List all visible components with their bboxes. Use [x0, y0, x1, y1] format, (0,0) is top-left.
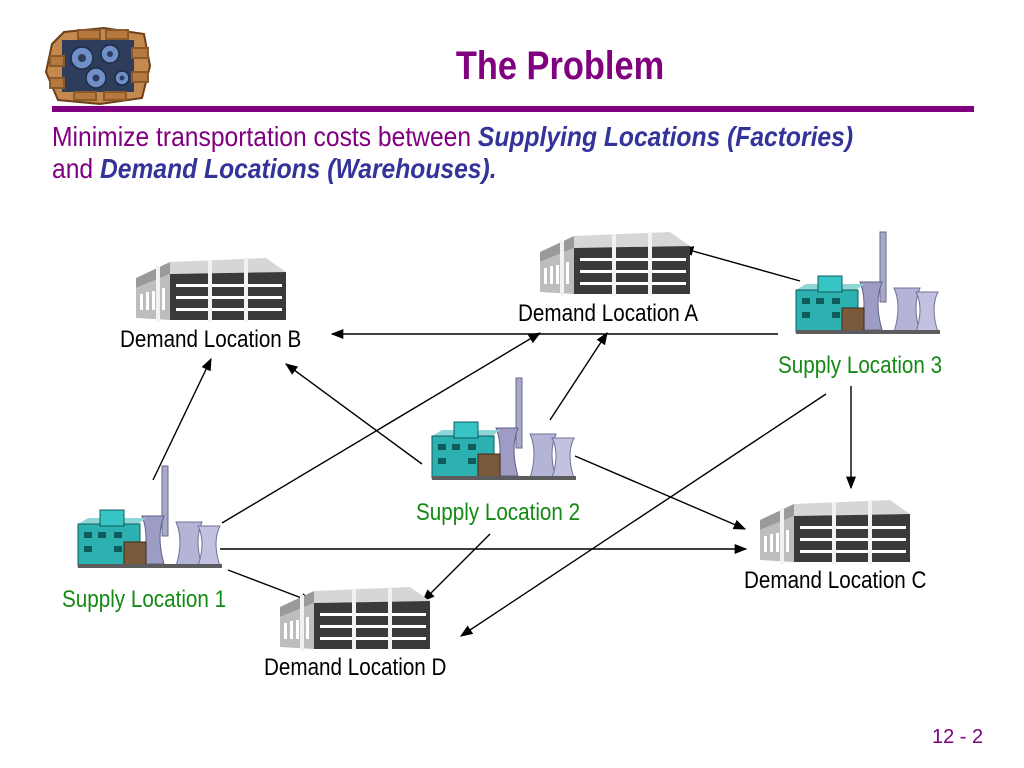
supply-term: Supplying Locations (Factories): [477, 121, 854, 152]
route-supply_2-demand_a: [549, 331, 608, 421]
node-label-demand-c: Demand Location C: [744, 567, 927, 594]
node-label-supply-2: Supply Location 2: [416, 499, 581, 526]
factory-icon: [795, 231, 941, 335]
title-divider: [52, 106, 974, 112]
slide-title: The Problem: [455, 44, 665, 88]
route-supply_2-demand_b: [284, 363, 423, 465]
subtitle-text: Minimize transportation costs between: [52, 121, 478, 152]
warehouse-icon: [280, 587, 430, 651]
route-supply_2-demand_c: [574, 455, 747, 530]
node-label-supply-3: Supply Location 3: [778, 352, 943, 379]
route-supply_1-demand_d: [227, 569, 314, 603]
factory-icon: [431, 377, 577, 481]
route-supply_1-demand_a: [221, 332, 542, 524]
route-supply_3-demand_a: [680, 246, 801, 282]
warehouse-icon: [540, 232, 690, 296]
factory-icon: [77, 465, 223, 569]
gears-logo-icon: [44, 26, 152, 106]
node-label-demand-b: Demand Location B: [120, 326, 302, 353]
route-supply_2-demand_d: [422, 533, 491, 602]
route-supply_1-demand_b: [152, 357, 212, 481]
route-arrows: [152, 246, 857, 637]
slide-subtitle: Minimize transportation costs between Su…: [52, 121, 870, 185]
subtitle-text-2: and: [52, 153, 100, 184]
warehouse-icon: [136, 258, 286, 322]
demand-term: Demand Locations (Warehouses).: [99, 153, 497, 184]
warehouse-icon: [760, 500, 910, 564]
route-supply_3-demand_d: [459, 393, 827, 637]
node-label-demand-a: Demand Location A: [518, 300, 699, 327]
page-number: 12 - 2: [932, 726, 984, 748]
node-label-demand-d: Demand Location D: [264, 654, 447, 681]
node-label-supply-1: Supply Location 1: [62, 586, 227, 613]
